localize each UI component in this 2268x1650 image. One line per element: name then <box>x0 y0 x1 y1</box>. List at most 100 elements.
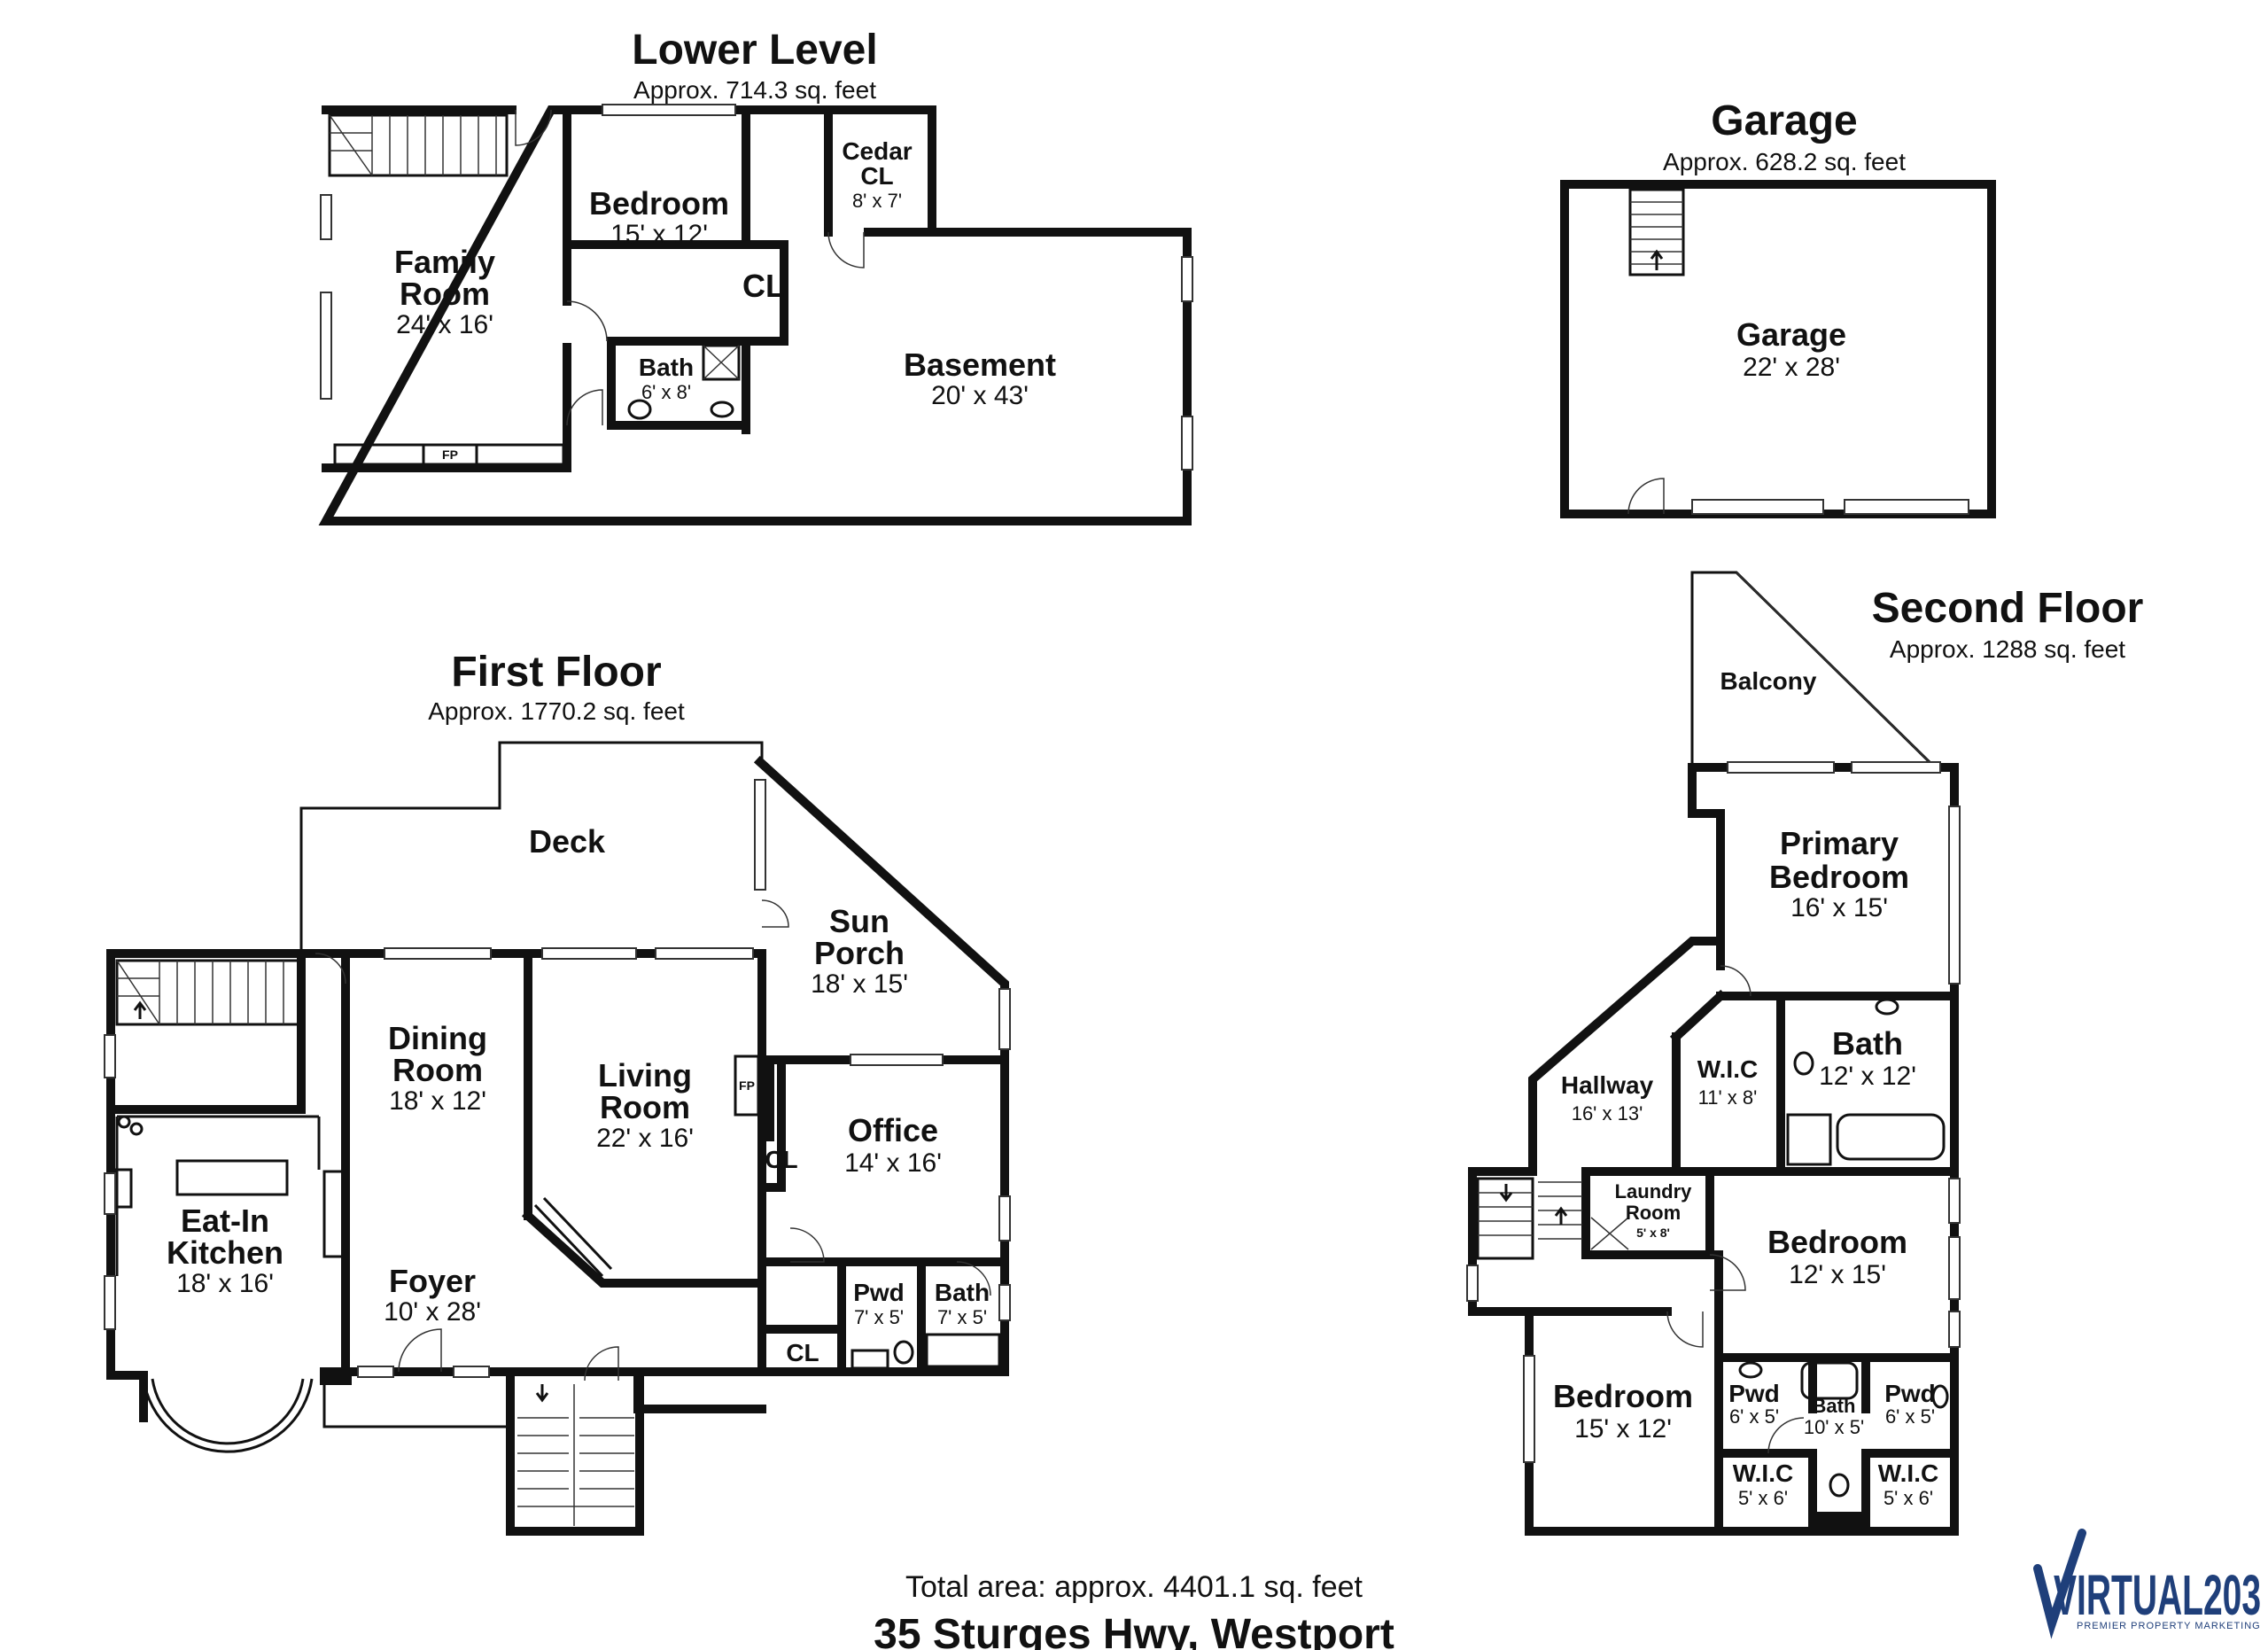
wic-right-label: W.I.C <box>1878 1459 1938 1487</box>
primary-bath-dims: 12' x 12' <box>1819 1062 1916 1091</box>
window <box>453 1366 490 1378</box>
sink-icon <box>1738 1361 1763 1379</box>
door-swing <box>1767 1417 1805 1454</box>
foyer-label: Foyer <box>389 1263 476 1299</box>
garage-door <box>1844 499 1969 515</box>
second-floor-plan: Second Floor Approx. 1288 sq. feet <box>1466 571 2144 1536</box>
lower-bath-dims: 6' x 8' <box>641 381 691 403</box>
window <box>1523 1355 1535 1463</box>
garage-room-label: Garage <box>1736 316 1846 353</box>
front-stairs <box>517 1384 634 1526</box>
garage-door <box>1691 499 1824 515</box>
sliding-door <box>655 947 754 960</box>
first-powder-label: Pwd <box>853 1279 905 1306</box>
stairs-down-arrow-icon <box>1499 1184 1513 1202</box>
lower-level-interior-walls <box>322 105 936 472</box>
kitchen-counter-side <box>322 1170 347 1258</box>
second-floor-interior-walls <box>1468 937 1959 1536</box>
window <box>850 1054 944 1066</box>
sliding-door <box>1727 761 1835 774</box>
primary-bedroom-dims: 16' x 15' <box>1790 893 1888 922</box>
stairs-down-arrow-icon <box>535 1384 549 1403</box>
chimney <box>1813 1512 1866 1531</box>
window <box>104 1172 116 1215</box>
window <box>104 1034 116 1078</box>
first-bath-dims: 7' x 5' <box>937 1306 987 1328</box>
window <box>104 1275 116 1330</box>
door-swing <box>827 231 865 269</box>
door-swing <box>1666 1311 1704 1348</box>
sun-porch-label-2: Porch <box>814 935 905 971</box>
sun-porch-label-1: Sun <box>829 903 889 939</box>
sink-icon <box>1931 1384 1949 1409</box>
hallway-label: Hallway <box>1561 1071 1654 1099</box>
second-floor-title: Second Floor <box>1872 585 2144 632</box>
living-bay-wall <box>533 1196 613 1278</box>
virtual203-logo: VIRTUAL203 PREMIER PROPERTY MARKETING <box>2033 1529 2261 1639</box>
kitchen-island <box>175 1159 289 1196</box>
powder-right-label: Pwd <box>1884 1380 1936 1407</box>
dining-room-label-1: Dining <box>388 1020 487 1056</box>
kitchen-counter <box>115 1115 321 1276</box>
living-room-label-2: Room <box>600 1089 690 1125</box>
family-room-label-2: Room <box>400 276 490 312</box>
lower-level-stairs <box>328 113 509 177</box>
first-floor-plan: First Floor Approx. 1770.2 sq. feet <box>104 649 1011 1536</box>
window <box>1948 1311 1961 1348</box>
door-swing <box>398 1328 442 1373</box>
window <box>998 1195 1011 1241</box>
door-swing <box>1720 965 1751 997</box>
cedar-closet-dims: 8' x 7' <box>852 190 902 212</box>
living-room-label-1: Living <box>598 1057 692 1094</box>
sink-icon <box>627 399 652 420</box>
first-powder-dims: 7' x 5' <box>854 1306 904 1328</box>
shower-icon <box>702 344 741 381</box>
window <box>754 779 766 891</box>
bedroom-right-label: Bedroom <box>1767 1224 1907 1260</box>
basement-dims: 20' x 43' <box>931 381 1029 410</box>
wic-main-dims: 11' x 8' <box>1698 1086 1758 1109</box>
wic-main-label: W.I.C <box>1697 1055 1758 1083</box>
door-swing <box>761 899 789 928</box>
second-floor-area: Approx. 1288 sq. feet <box>1890 635 2125 663</box>
laundry-label-2: Room <box>1626 1202 1681 1224</box>
tub-icon <box>1836 1113 1946 1161</box>
window <box>1181 416 1193 471</box>
primary-bedroom-label-1: Primary <box>1780 825 1899 861</box>
lower-level-plan: Lower Level Approx. 714.3 sq. feet FP Fa… <box>318 27 1193 525</box>
family-room-dims: 24' x 16' <box>396 310 493 339</box>
window <box>1948 806 1961 985</box>
window <box>1466 1265 1479 1302</box>
bedroom-right-dims: 12' x 15' <box>1789 1260 1886 1289</box>
garage-title: Garage <box>1711 97 1857 144</box>
cedar-closet-label-2: CL <box>860 162 893 190</box>
garage-room-dims: 22' x 28' <box>1743 353 1840 382</box>
lower-level-area: Approx. 714.3 sq. feet <box>633 76 876 104</box>
primary-bath-label: Bath <box>1832 1025 1903 1062</box>
balcony-label: Balcony <box>1720 667 1817 695</box>
balcony-railing <box>1736 572 1932 765</box>
hall-closet-label: CL <box>786 1339 819 1366</box>
lower-level-outer-wall <box>318 105 1192 525</box>
door-swing <box>566 389 603 426</box>
dining-room-label-2: Room <box>392 1052 483 1088</box>
window <box>1948 1236 1961 1300</box>
office-closet-label: CL <box>765 1146 797 1173</box>
window <box>357 1366 394 1378</box>
fireplace-chimney <box>758 1056 774 1141</box>
washer-icon <box>1590 1217 1629 1250</box>
first-floor-title: First Floor <box>451 649 661 696</box>
family-room-label-1: Family <box>394 244 495 280</box>
window <box>1948 1178 1961 1224</box>
lower-closet-label: CL <box>742 268 785 304</box>
toilet-icon <box>893 1340 914 1365</box>
wic-left-dims: 5' x 6' <box>1738 1487 1788 1509</box>
bath-small-label: Bath <box>1813 1395 1856 1417</box>
wic-left-label: W.I.C <box>1733 1459 1793 1487</box>
stairs-up-arrow-icon <box>133 1000 147 1019</box>
stairs-up-arrow-icon <box>1650 249 1664 270</box>
door-swing <box>584 1346 619 1381</box>
front-stairs-wall <box>506 1376 644 1536</box>
logo-wordmark: VIRTUAL203 <box>2054 1563 2261 1627</box>
